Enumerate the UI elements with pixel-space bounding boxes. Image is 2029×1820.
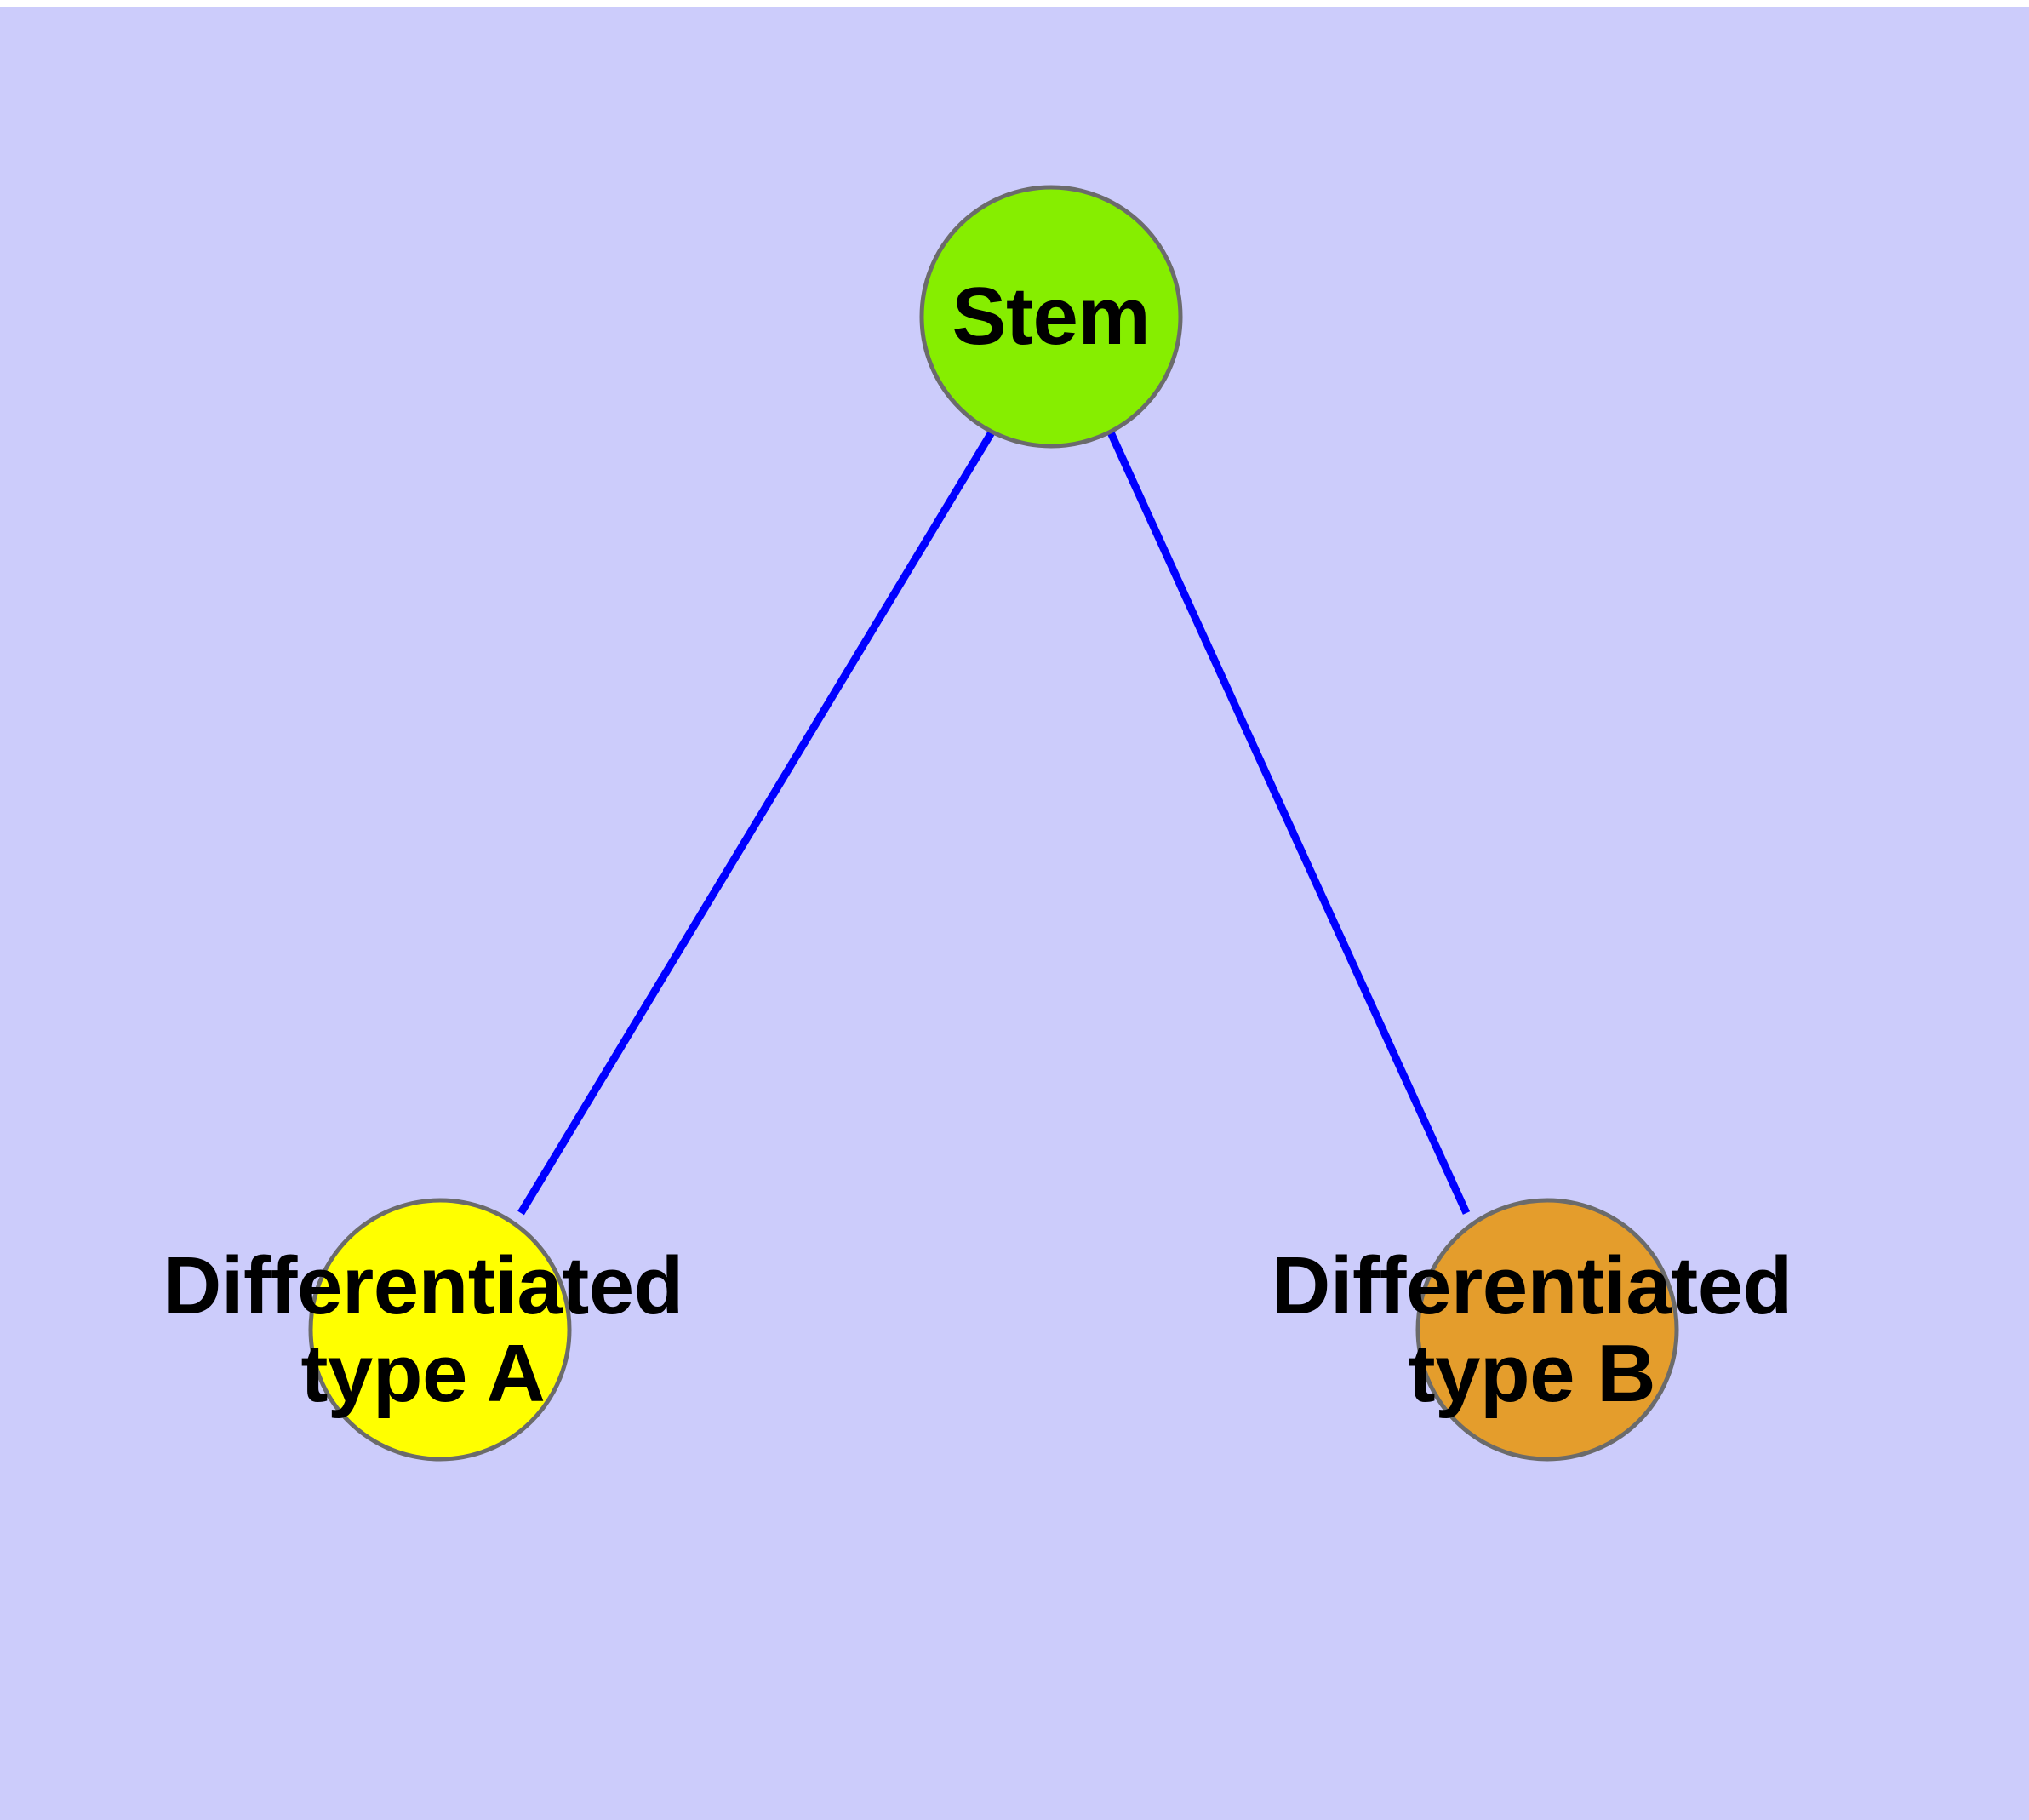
graph-node-diff_a[interactable] [308,1198,572,1462]
graph-node-stem[interactable] [919,185,1183,449]
graph-edge-stem-to-diff_b [1106,431,1471,1215]
edge-layer [517,430,1471,1216]
graph-edge-stem-to-diff_a [517,430,995,1216]
node-layer [308,185,1679,1462]
graph-node-diff_b[interactable] [1415,1198,1679,1462]
